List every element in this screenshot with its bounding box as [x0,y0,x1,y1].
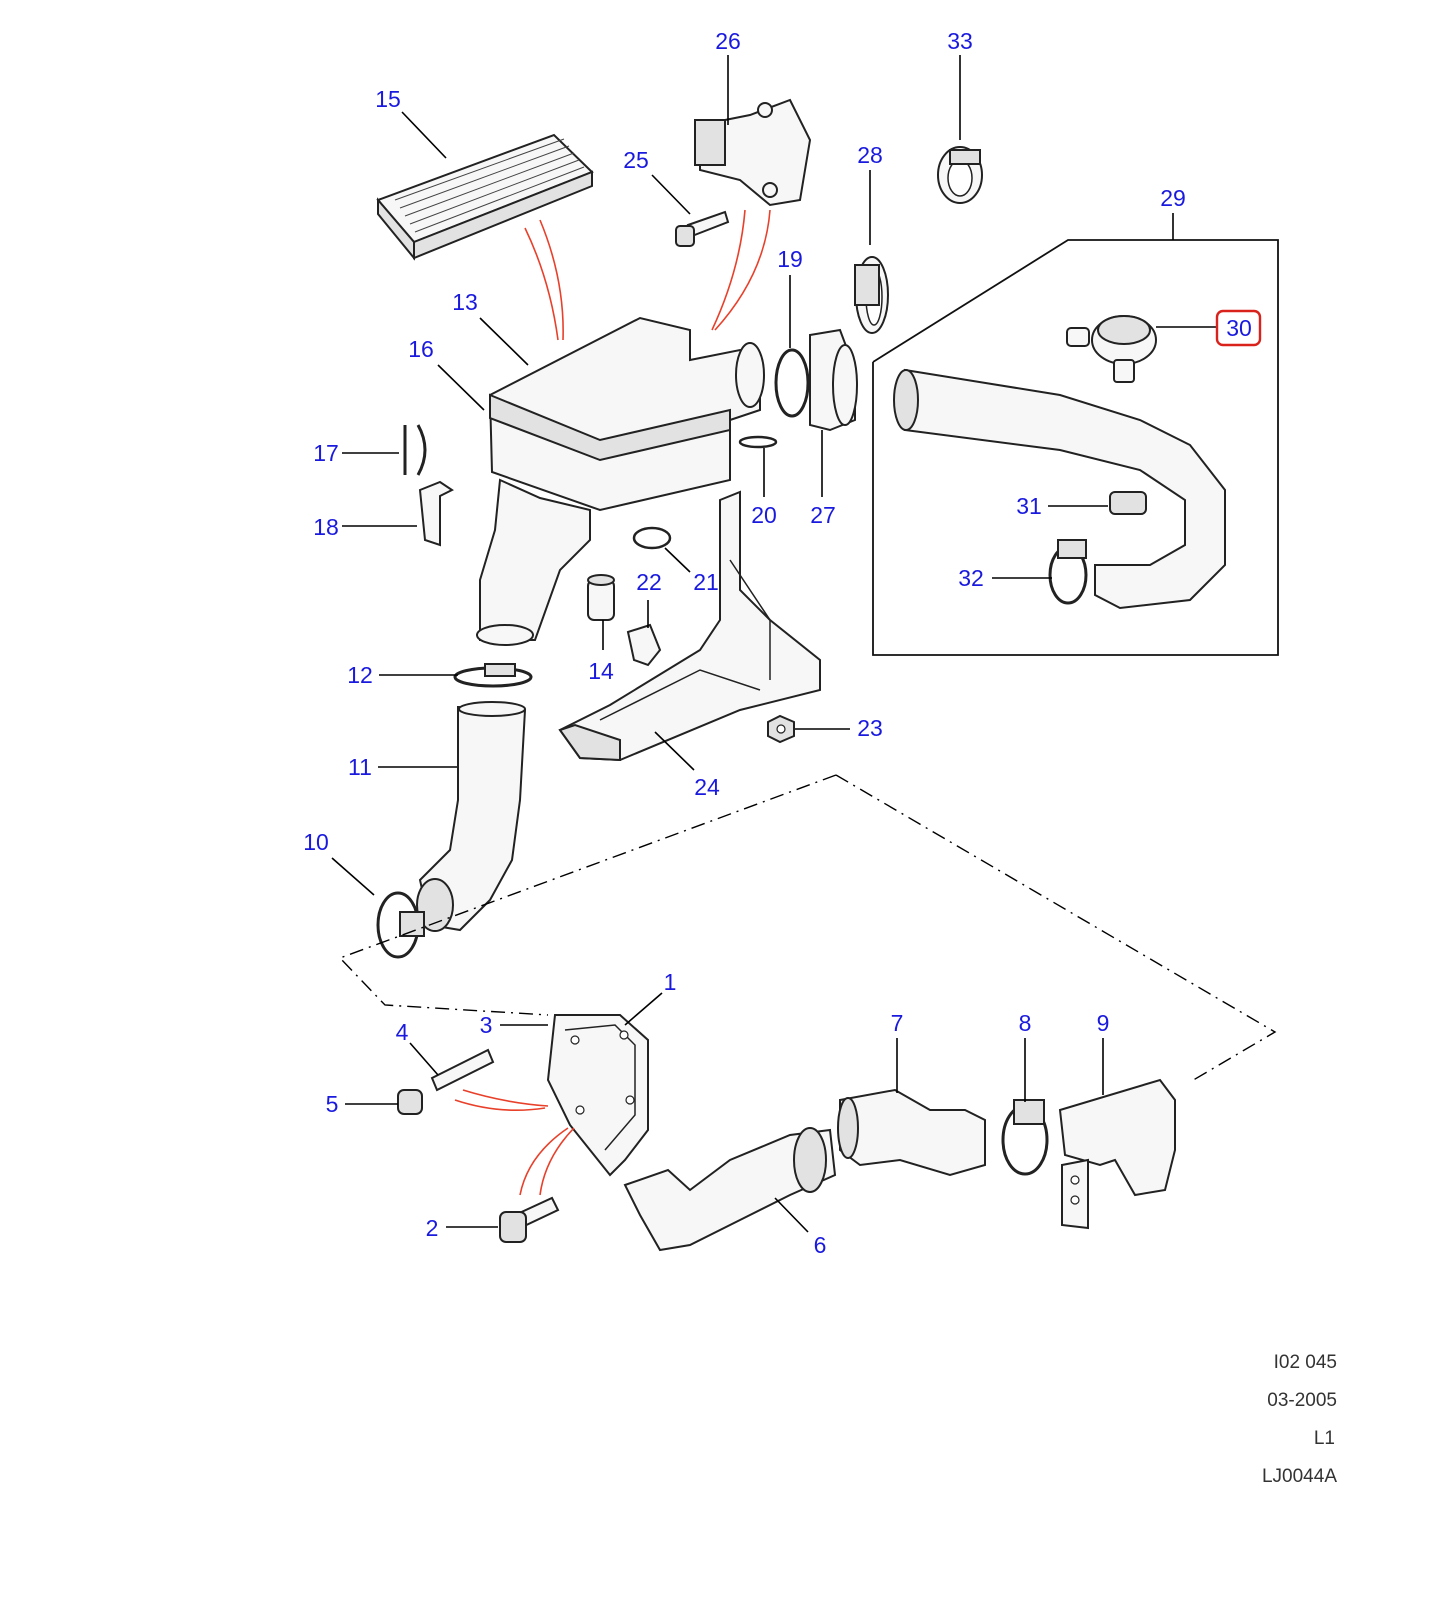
callout-24[interactable]: 24 [694,774,720,800]
intake-adaptor[interactable] [809,328,858,432]
callout-5[interactable]: 5 [326,1091,339,1117]
hose-clip-32[interactable] [1048,539,1088,605]
callout-12[interactable]: 12 [347,662,373,688]
air-intake-hose[interactable] [416,701,527,932]
callout-33[interactable]: 33 [947,28,973,54]
o-ring[interactable] [774,348,810,418]
leader-lines [331,55,1216,1233]
kit-box [872,239,1279,656]
mass-airflow-sensor[interactable] [694,98,812,207]
elbow-hose[interactable] [837,1088,986,1177]
callout-8[interactable]: 8 [1019,1010,1032,1036]
breather-hose[interactable] [893,368,1226,610]
callout-4[interactable]: 4 [396,1019,409,1045]
mounting-plug[interactable] [626,623,662,667]
callout-28[interactable]: 28 [857,142,883,168]
hose-clip-10[interactable] [376,891,425,959]
callout-1[interactable]: 1 [664,969,677,995]
bracket-clip[interactable] [418,480,454,547]
drawing-date: 03-2005 [1267,1390,1337,1411]
drawing-ref: I02 045 [1273,1352,1337,1373]
assembly-arrows [454,209,771,1196]
callout-14[interactable]: 14 [588,658,614,684]
drawing-id: LJ0044A [1261,1466,1337,1487]
callout-9[interactable]: 9 [1097,1010,1110,1036]
callout-29[interactable]: 29 [1160,185,1186,211]
callout-2[interactable]: 2 [426,1215,439,1241]
callout-3[interactable]: 3 [480,1012,493,1038]
hose-clip-8[interactable] [1001,1099,1049,1176]
callout-23[interactable]: 23 [857,715,883,741]
callout-25[interactable]: 25 [623,147,649,173]
callout-17[interactable]: 17 [313,440,339,466]
callout-18[interactable]: 18 [313,514,339,540]
nut[interactable] [767,714,795,744]
callout-31[interactable]: 31 [1016,493,1042,519]
dowel-pin[interactable] [430,1048,495,1092]
callout-6[interactable]: 6 [814,1232,827,1258]
selected-callout-highlight [1215,309,1262,347]
callout-30[interactable]: 30 [1226,315,1252,341]
callout-21[interactable]: 21 [693,569,719,595]
grommet[interactable] [587,574,615,621]
hose-clip-12[interactable] [453,663,533,688]
callout-16[interactable]: 16 [408,336,434,362]
callout-15[interactable]: 15 [375,86,401,112]
air-filter-element[interactable] [376,133,594,261]
connecting-pipe[interactable] [623,1127,837,1252]
callout-19[interactable]: 19 [777,246,803,272]
seal-21[interactable] [632,526,672,550]
hose-clip-33[interactable] [937,146,983,204]
hose-clip-28[interactable] [854,256,889,334]
air-cleaner-housing[interactable] [476,316,765,646]
outlet-housing[interactable] [546,1014,649,1177]
callout-32[interactable]: 32 [958,565,984,591]
hose-clip-31[interactable] [1109,491,1147,515]
callout-26[interactable]: 26 [715,28,741,54]
t-piece-connector[interactable] [1058,1078,1176,1230]
sleeve[interactable] [397,1089,423,1115]
assembly-outline [338,774,837,1016]
callout-22[interactable]: 22 [636,569,662,595]
callout-27[interactable]: 27 [810,502,836,528]
sensor-bolt[interactable] [675,210,730,247]
mounting-bracket[interactable] [558,490,821,762]
assembly-outline-right [835,774,1277,1083]
breather-valve[interactable] [1066,315,1157,383]
callout-7[interactable]: 7 [891,1010,904,1036]
seal-20[interactable] [738,435,778,449]
callout-13[interactable]: 13 [452,289,478,315]
callout-labels: 15 26 33 25 28 29 19 13 30 16 17 31 20 2… [303,28,1252,1258]
callout-11[interactable]: 11 [348,754,372,780]
drawing-code: L1 [1313,1428,1335,1449]
callout-10[interactable]: 10 [303,829,329,855]
callout-20[interactable]: 20 [751,502,777,528]
housing-bolt[interactable] [499,1196,560,1243]
spring-clip[interactable] [403,424,427,476]
